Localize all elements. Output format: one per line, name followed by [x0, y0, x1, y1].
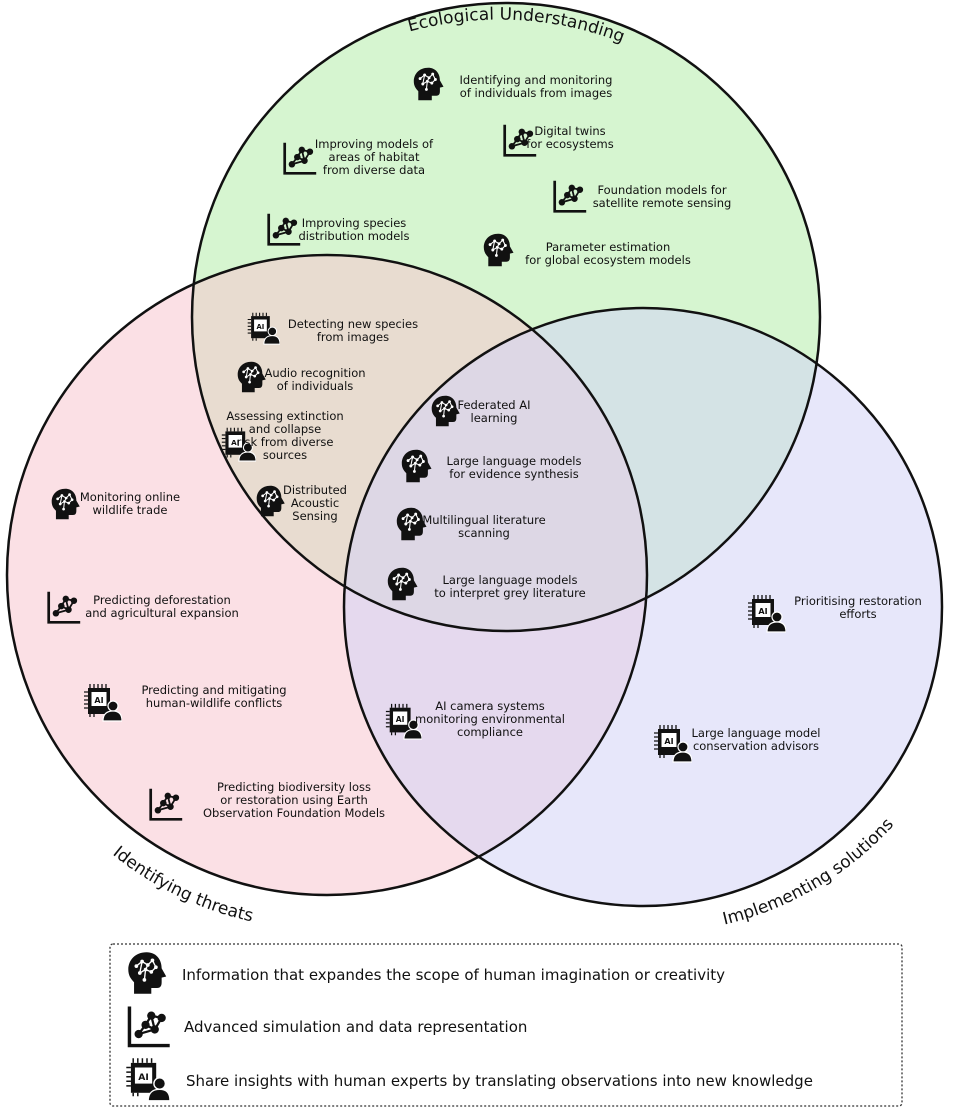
legend-label: Advanced simulation and data representat… — [184, 1018, 527, 1036]
legend-row: Information that expandes the scope of h… — [127, 951, 725, 995]
legend-row: Advanced simulation and data representat… — [127, 1004, 527, 1048]
legend-box — [109, 943, 903, 1107]
legend-label: Information that expandes the scope of h… — [182, 966, 725, 984]
venn-circles — [5, 1, 944, 908]
legend: Information that expandes the scope of h… — [109, 943, 903, 1107]
circle-implementing-solutions — [344, 308, 942, 906]
legend-label: Share insights with human experts by tra… — [186, 1072, 813, 1090]
legend-row: Share insights with human experts by tra… — [125, 1057, 813, 1102]
